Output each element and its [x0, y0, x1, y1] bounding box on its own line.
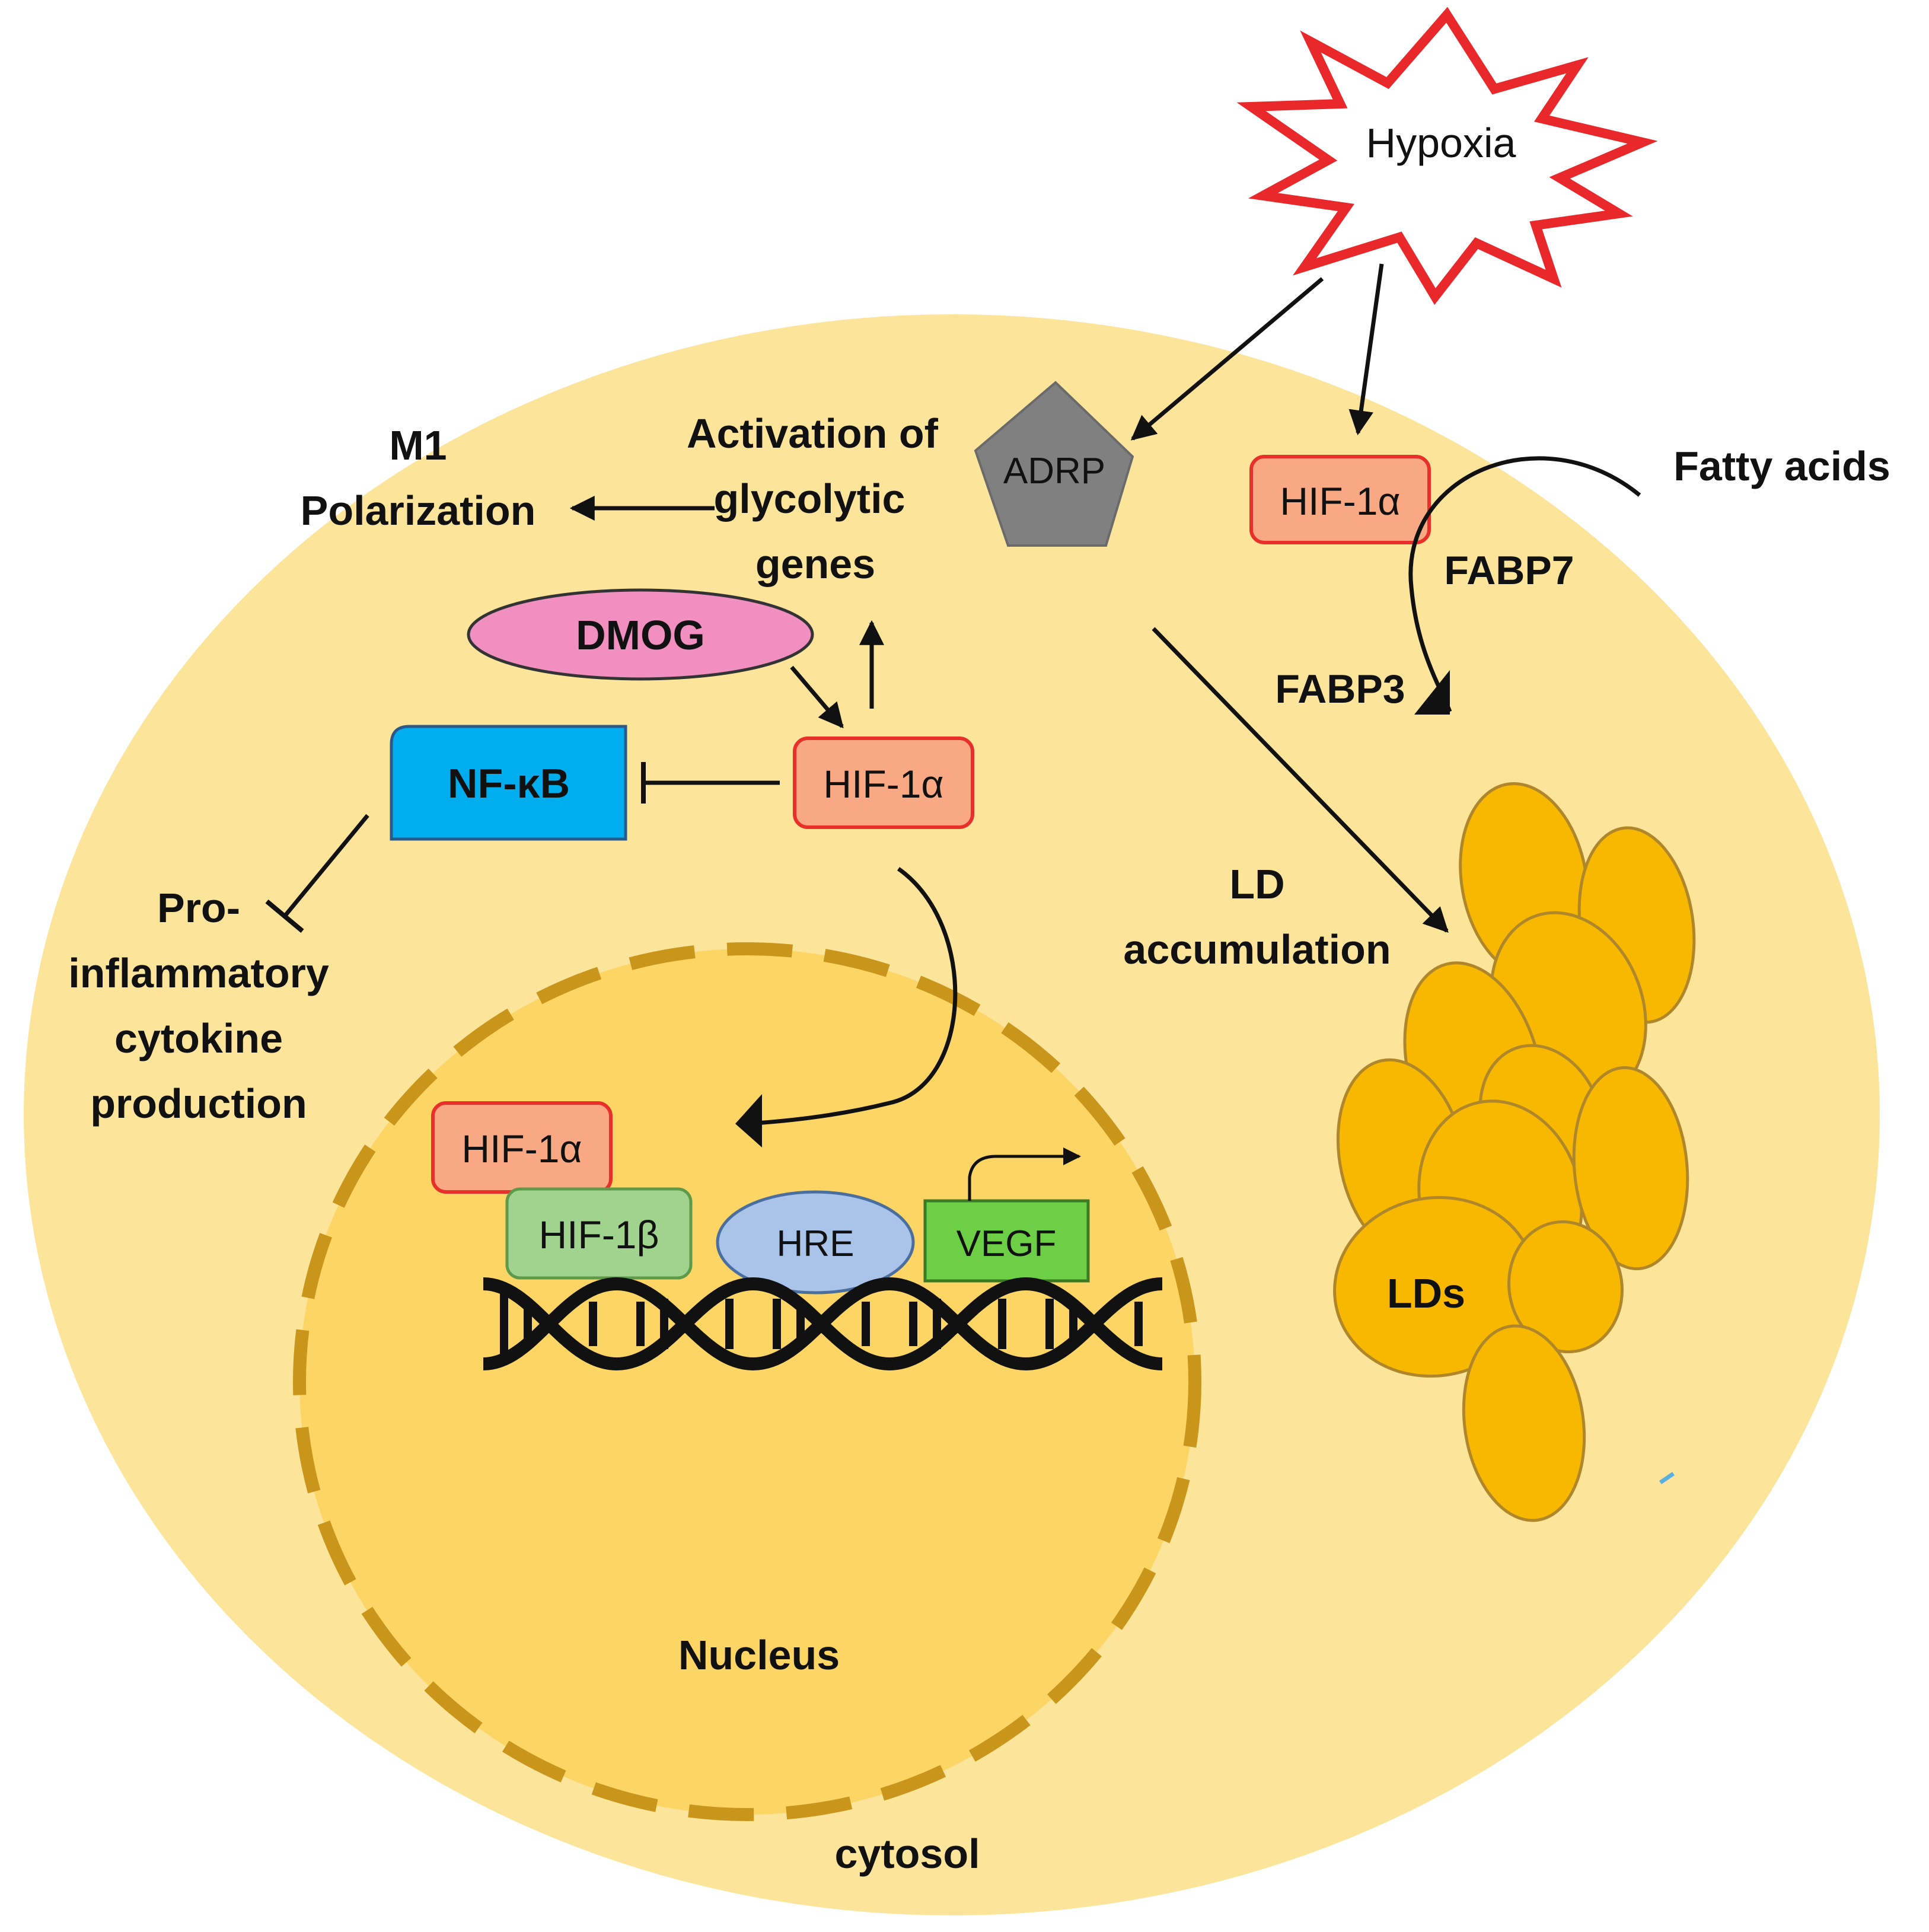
hif1a-box-mid — [793, 737, 974, 829]
arrow-fatty-acids-fabp — [1408, 456, 1641, 713]
transcription-arrow — [968, 1147, 1081, 1201]
activation-label-line1: Activation of — [687, 410, 939, 457]
activation-label-line3: genes — [755, 541, 875, 587]
lipid-droplets-cluster — [1333, 782, 1696, 1522]
lds-label: LDs — [1387, 1270, 1465, 1316]
fabp3-label: FABP3 — [1275, 667, 1405, 712]
arrow-adrp-to-lds — [1152, 627, 1449, 933]
hif1a-nucleus-label: HIF-1α — [461, 1127, 582, 1171]
hypoxia-label: Hypoxia — [1366, 120, 1516, 166]
dmog-ellipse — [467, 588, 814, 681]
adrp-label: ADRP — [1003, 451, 1105, 492]
vegf-box — [923, 1199, 1090, 1283]
m1-label-line1: M1 — [389, 422, 447, 468]
hif1a-top-label: HIF-1α — [1280, 479, 1400, 523]
arrow-hypoxia-to-adrp — [1130, 277, 1324, 441]
adrp-pentagon — [974, 381, 1134, 547]
dmog-label: DMOG — [576, 612, 705, 658]
lipid-droplet — [1462, 1324, 1586, 1522]
hif1a-mid-label: HIF-1α — [823, 762, 943, 806]
nucleus-arrowhead — [735, 1094, 762, 1147]
arrow-hif1a-into-nucleus — [747, 867, 958, 1126]
hif1b-label: HIF-1β — [539, 1213, 659, 1257]
dna-rungs — [500, 1293, 1143, 1355]
hypoxia-burst-icon — [1236, 7, 1658, 305]
hre-label: HRE — [777, 1223, 855, 1264]
cytosol-label: cytosol — [834, 1831, 980, 1877]
activation-label-line2: glycolytic — [714, 476, 905, 522]
fabp-arrowhead — [1414, 670, 1450, 715]
hre-ellipse — [716, 1190, 915, 1295]
ld-label-line1: LD — [1229, 861, 1284, 907]
pro-label-line4: production — [90, 1080, 307, 1127]
pro-label-line1: Pro- — [157, 885, 240, 931]
nfkb-box — [390, 725, 627, 841]
lipid-droplet — [1572, 1066, 1689, 1271]
hif1b-box — [505, 1187, 693, 1280]
pro-label-line3: cytokine — [114, 1015, 283, 1061]
inhibition-bar-proinflammatory — [265, 899, 304, 933]
arrow-dmog-to-hif1a — [790, 665, 844, 729]
dna-helix-icon — [483, 1277, 1163, 1371]
nucleus-label: Nucleus — [678, 1632, 840, 1678]
pro-label-line2: inflammatory — [68, 950, 329, 996]
ld-label-line2: accumulation — [1123, 926, 1391, 973]
hif1a-box-top — [1249, 455, 1431, 544]
nucleus — [293, 942, 1201, 1821]
nfkb-label: NF-κB — [448, 760, 570, 806]
fatty-acids-label: Fatty acids — [1673, 443, 1890, 489]
arrow-hypoxia-to-hif1a — [1348, 263, 1384, 436]
m1-label-line2: Polarization — [301, 487, 536, 534]
fabp7-label: FABP7 — [1444, 548, 1574, 593]
lipid-droplet — [1507, 1220, 1624, 1354]
stray-mark — [1659, 1472, 1675, 1484]
vegf-label: VEGF — [956, 1223, 1057, 1264]
inhibition-nfkb-proinflammatory — [283, 814, 369, 918]
